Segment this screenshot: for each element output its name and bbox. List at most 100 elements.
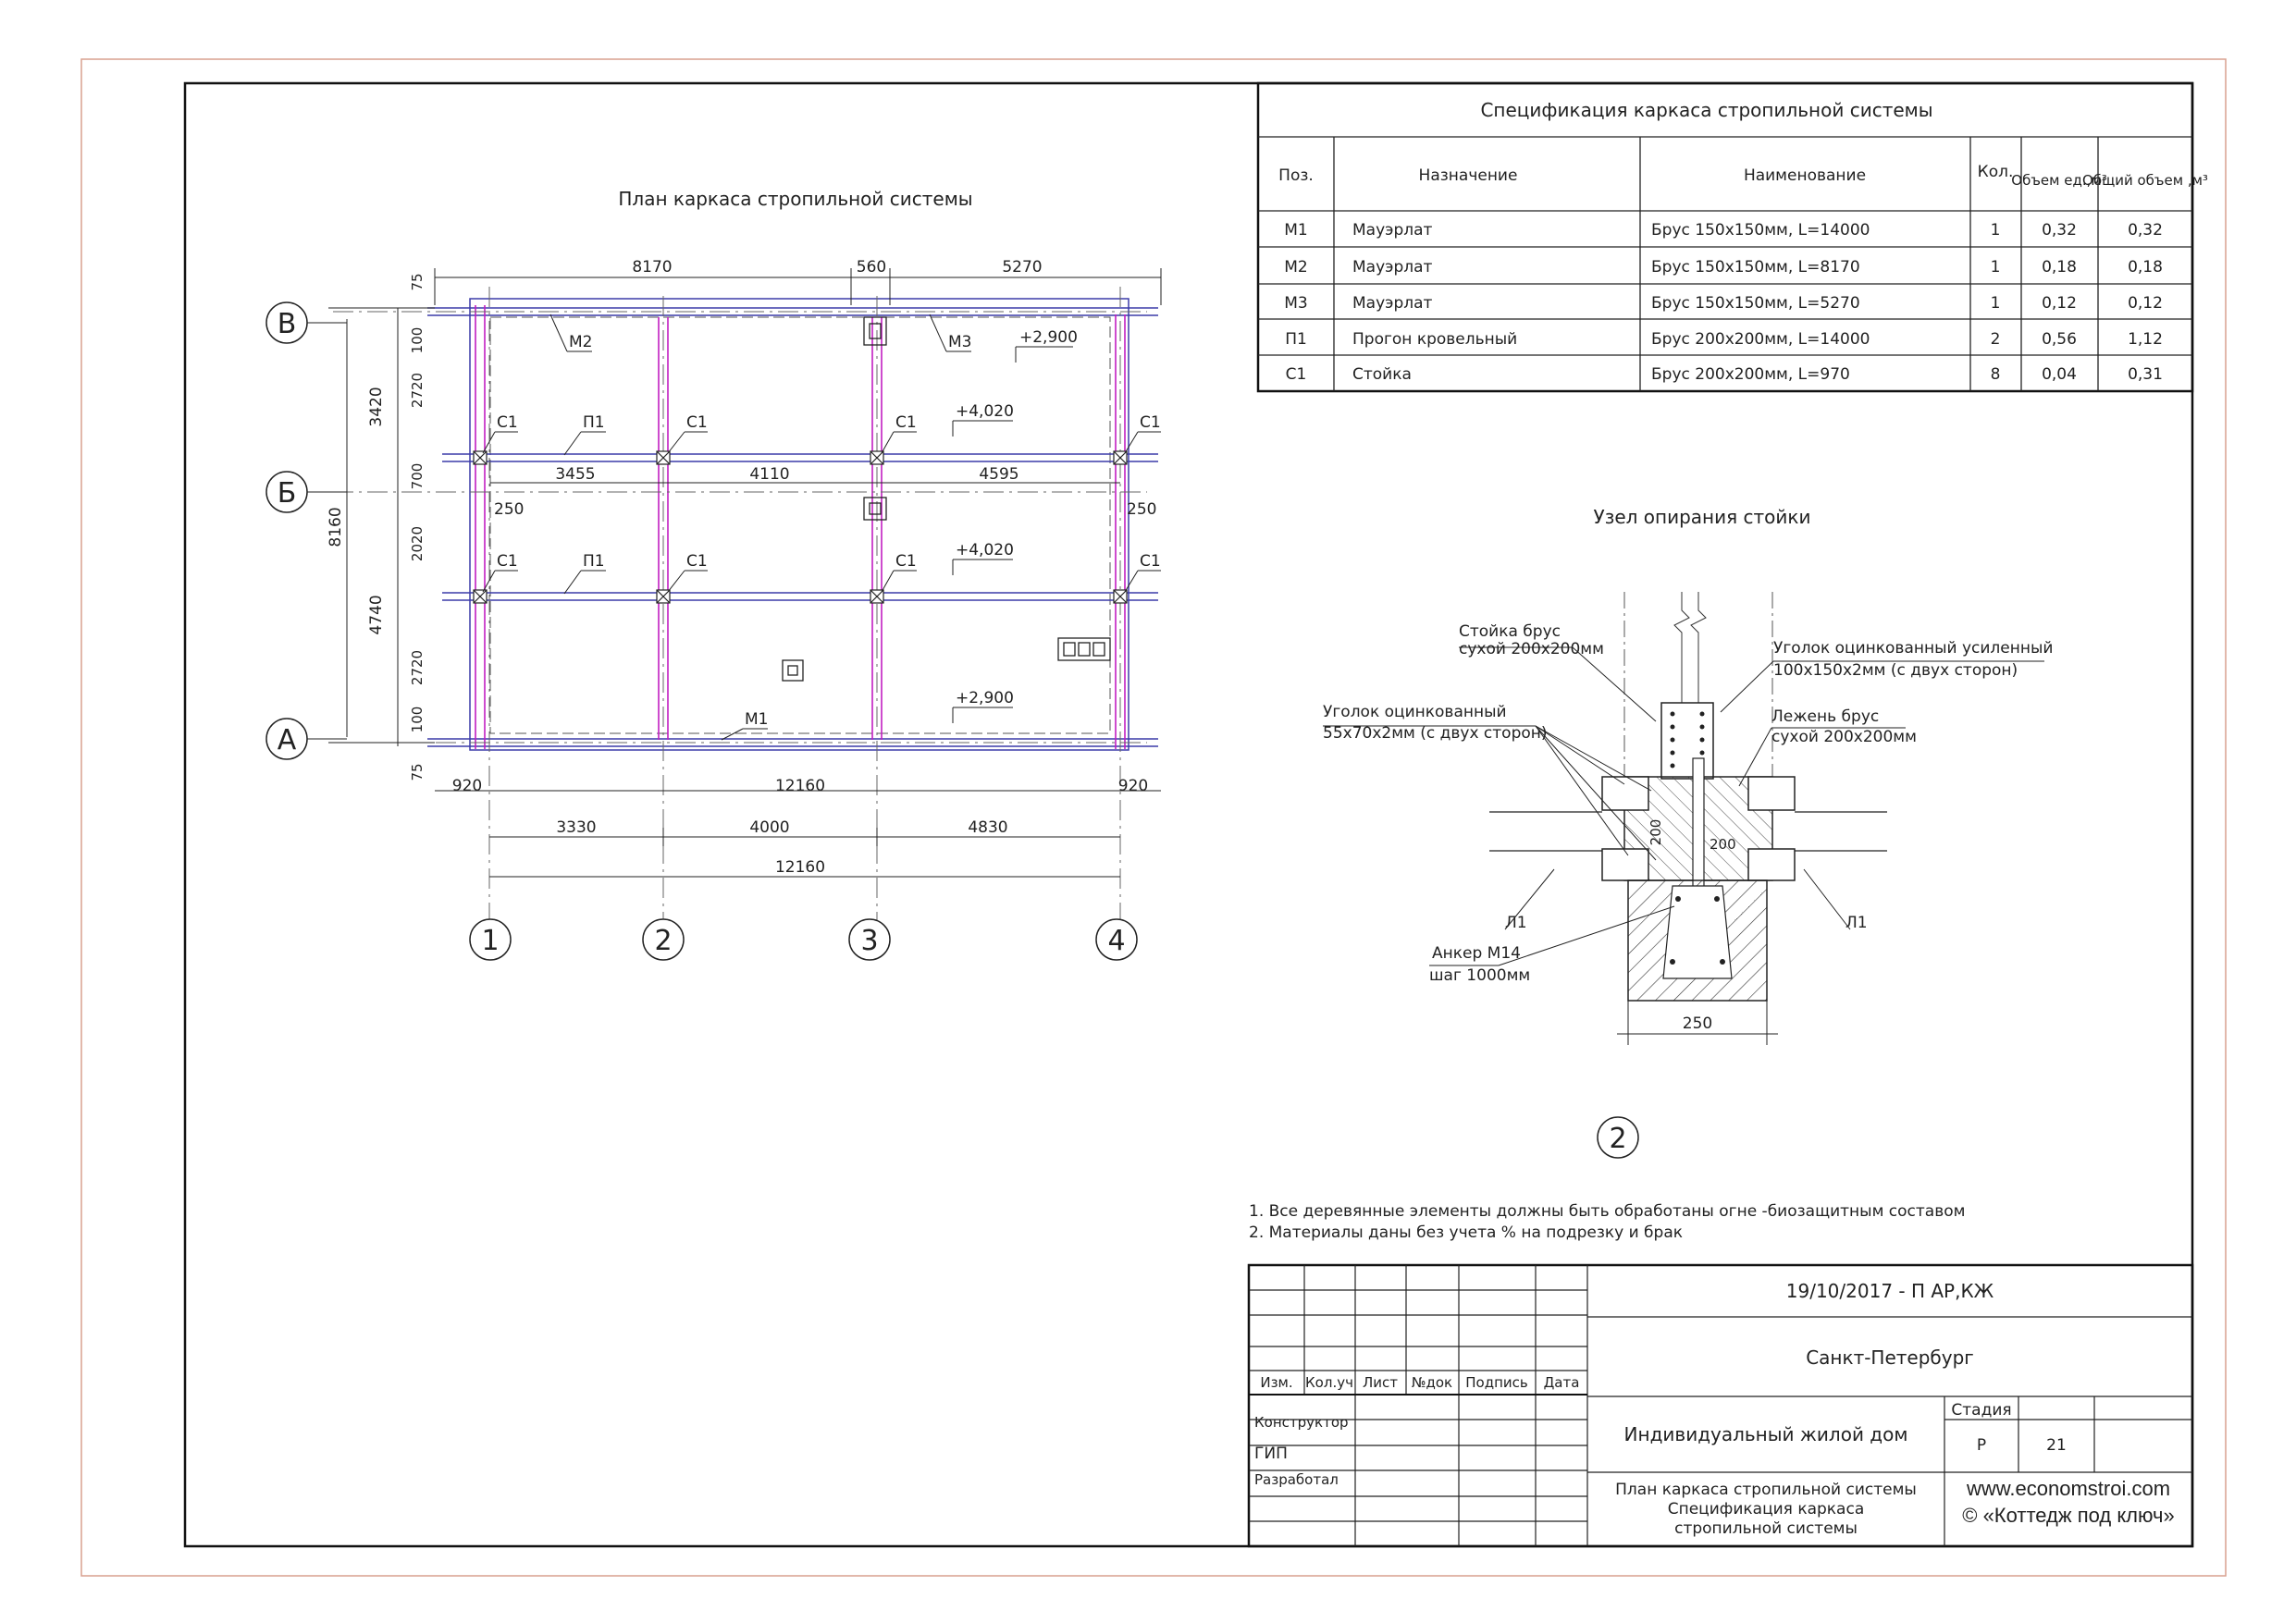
- stamp-col-list: Лист: [1363, 1374, 1398, 1391]
- stamp-stage: Р: [1977, 1436, 1986, 1455]
- svg-text:0,12: 0,12: [2042, 294, 2077, 313]
- stamp-col-koluch: Кол.уч: [1305, 1374, 1353, 1391]
- stamp-sheet-3: стропильной системы: [1674, 1519, 1858, 1538]
- axis-row-v: В: [278, 308, 297, 340]
- axis-col-1: 1: [481, 925, 499, 957]
- label-m3: М3: [948, 333, 971, 351]
- label-m2: М2: [569, 333, 592, 351]
- stamp-col-date: Дата: [1544, 1374, 1580, 1391]
- post-markers: [473, 450, 1128, 604]
- spec-header-vol2: Общий объем ,м³: [2082, 172, 2208, 189]
- sheet-trim: [80, 58, 2227, 1577]
- svg-text:0,31: 0,31: [2128, 365, 2163, 384]
- dim-left-total: 8160: [327, 507, 345, 547]
- svg-text:0,12: 0,12: [2128, 294, 2163, 313]
- stamp-role-constructor: Конструктор: [1254, 1414, 1349, 1431]
- svg-text:Брус 150х150мм, L=8170: Брус 150х150мм, L=8170: [1651, 258, 1860, 277]
- axis-row-a: А: [278, 724, 297, 756]
- dim-inner-1: 3455: [555, 465, 595, 484]
- stamp-site: www.economstroi.com: [1966, 1477, 2170, 1500]
- svg-text:Мауэрлат: Мауэрлат: [1352, 294, 1433, 313]
- title-block: 19/10/2017 - П АР,КЖ Санкт-Петербург Инд…: [1247, 1263, 2194, 1548]
- spec-header-vol1: Объем ед.,м³: [2011, 172, 2106, 189]
- level-4020-bot: +4,020: [956, 541, 1014, 559]
- dim-top-3: 5270: [1002, 258, 1042, 277]
- note-1: 1. Все деревянные элементы должны быть о…: [1249, 1202, 1965, 1221]
- dim-bottom3: 12160: [775, 858, 825, 877]
- svg-text:Брус 200х200мм, L=970: Брус 200х200мм, L=970: [1651, 365, 1850, 384]
- spec-header-qty: Кол.: [1978, 163, 2014, 181]
- label-m1: М1: [745, 710, 768, 729]
- label-p1-top: П1: [583, 413, 605, 432]
- svg-text:1: 1: [1991, 294, 2001, 313]
- label-c1-f: С1: [686, 552, 708, 571]
- stamp-sheet-2: Спецификация каркаса: [1668, 1500, 1865, 1518]
- node-anchor-1: Анкер М14: [1432, 944, 1521, 963]
- svg-text:1,12: 1,12: [2128, 330, 2163, 349]
- dim-left-outer-2: 4740: [367, 595, 386, 634]
- svg-text:0,32: 0,32: [2042, 221, 2077, 240]
- node-post-1: Стойка брус: [1459, 622, 1561, 641]
- axis-col-4: 4: [1107, 925, 1125, 957]
- dim-left-inner-4: 700: [409, 463, 426, 490]
- reinforced-angle: [1660, 702, 1714, 780]
- node-l1-left: Л1: [1505, 914, 1527, 932]
- svg-text:8: 8: [1991, 365, 2001, 384]
- plan-axes: [333, 287, 1147, 920]
- node-angle-2: 55х70х2мм (с двух сторон): [1323, 724, 1548, 743]
- stamp-stage-label: Стадия: [1951, 1401, 2011, 1420]
- svg-text:М3: М3: [1284, 294, 1307, 313]
- stamp-role-developer: Разработал: [1254, 1471, 1339, 1488]
- label-c1-c: С1: [895, 413, 917, 432]
- svg-text:0,32: 0,32: [2128, 221, 2163, 240]
- node-reinf-2: 100х150х2мм (с двух сторон): [1773, 661, 2018, 680]
- stamp-sheet-1: План каркаса стропильной системы: [1615, 1481, 1917, 1499]
- chimney-icon: [782, 316, 1111, 682]
- dim-left-inner-7: 100: [409, 707, 426, 733]
- svg-text:2: 2: [1991, 330, 2001, 349]
- svg-text:М2: М2: [1284, 258, 1307, 277]
- axis-bubbles: [265, 301, 1138, 961]
- svg-text:Брус 150х150мм, L=14000: Брус 150х150мм, L=14000: [1651, 221, 1870, 240]
- spec-row: М2 Мауэрлат Брус 150х150мм, L=8170 1 0,1…: [1284, 258, 2163, 277]
- svg-text:Мауэрлат: Мауэрлат: [1352, 258, 1433, 277]
- wallplate-inner: [489, 316, 1111, 734]
- axis-row-b: Б: [278, 477, 297, 510]
- spec-header-pos: Поз.: [1278, 166, 1314, 185]
- dim-top-2: 560: [857, 258, 886, 277]
- node-reinf-1: Уголок оцинкованный усиленный: [1773, 639, 2053, 658]
- stamp-object: Индивидуальный жилой дом: [1624, 1423, 1908, 1445]
- dim-bottom2-2: 4000: [749, 818, 789, 837]
- svg-text:С1: С1: [1286, 365, 1307, 384]
- svg-text:Прогон кровельный: Прогон кровельный: [1352, 330, 1517, 349]
- spec-header-name: Наименование: [1744, 166, 1866, 185]
- stamp-role-gip: ГИП: [1254, 1445, 1288, 1463]
- dim-bottom-right: 920: [1118, 777, 1148, 795]
- spec-row: М3 Мауэрлат Брус 150х150мм, L=5270 1 0,1…: [1284, 294, 2163, 313]
- dim-bottom-mid: 12160: [775, 777, 825, 795]
- label-p1-bot: П1: [583, 552, 605, 571]
- node-marker: [1597, 1116, 1639, 1159]
- svg-text:Стойка: Стойка: [1352, 365, 1412, 384]
- label-c1-e: С1: [497, 552, 518, 571]
- dim-left-inner-1: 75: [409, 273, 426, 290]
- node-angle-1: Уголок оцинкованный: [1323, 703, 1507, 721]
- dim-left-inner-5: 2020: [409, 526, 426, 561]
- svg-text:Мауэрлат: Мауэрлат: [1352, 221, 1433, 240]
- plan-dimensions: [328, 268, 1162, 878]
- axis-col-3: 3: [860, 925, 878, 957]
- level-4020-top: +4,020: [956, 402, 1014, 421]
- svg-text:0,04: 0,04: [2042, 365, 2077, 384]
- spec-title: Спецификация каркаса стропильной системы: [1480, 99, 1932, 121]
- svg-text:1: 1: [1991, 258, 2001, 277]
- label-c1-a: С1: [497, 413, 518, 432]
- node-lezhen-1: Лежень брус: [1771, 707, 1879, 726]
- stamp-col-sign: Подпись: [1465, 1374, 1527, 1391]
- node-post-2: сухой 200х200мм: [1459, 640, 1604, 658]
- dim-bottom-left: 920: [452, 777, 482, 795]
- svg-text:1: 1: [1991, 221, 2001, 240]
- node-lezhen-2: сухой 200х200мм: [1771, 728, 1917, 746]
- plan-rafters: [475, 305, 1126, 749]
- stamp-city: Санкт-Петербург: [1806, 1346, 1974, 1369]
